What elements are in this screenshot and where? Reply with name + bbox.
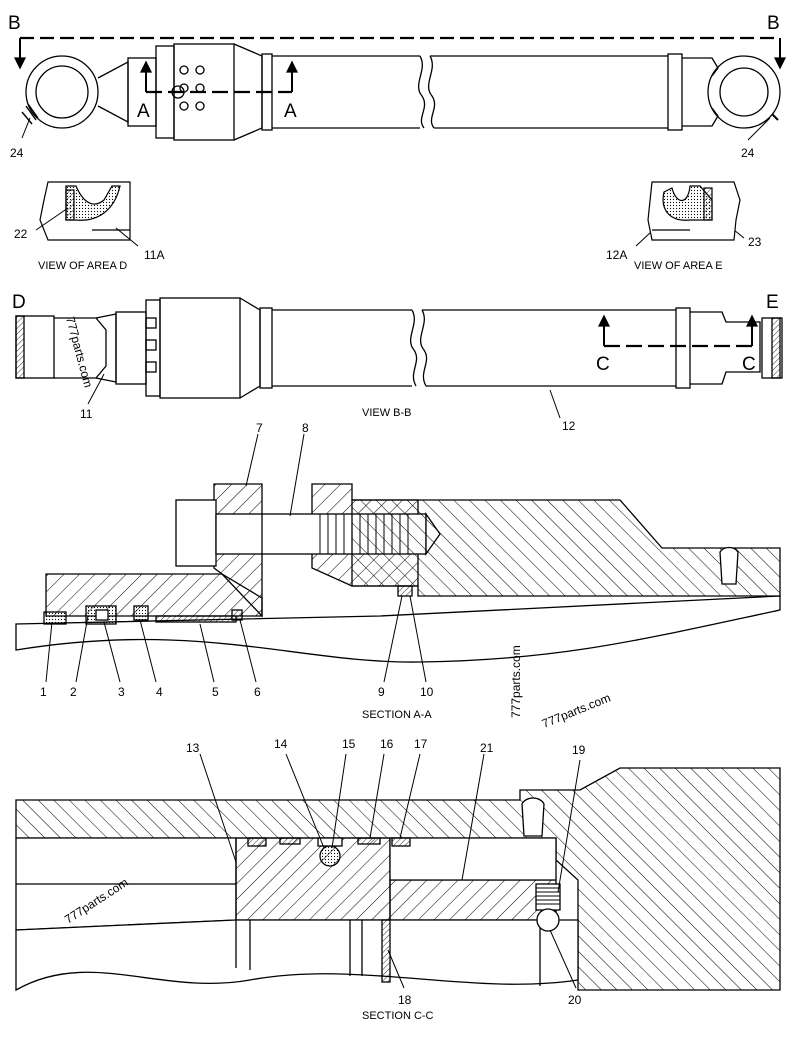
leader-lines-cc [199,753,581,989]
callout-1: 1 [40,685,47,699]
callout-18: 18 [398,993,412,1007]
callout-13: 13 [186,741,200,755]
leader-lines-top [21,117,771,141]
callout-23: 23 [748,235,762,249]
section-marker-c-left: C [596,354,610,375]
detail-marker-d: D [12,292,26,313]
section-marker-a-left: A [137,101,150,122]
callout-24-right: 24 [741,146,755,160]
callout-14: 14 [274,737,288,751]
section-aa-drawing [15,483,781,663]
caption-view-bb: VIEW B-B [362,407,412,419]
callout-7: 7 [256,421,263,435]
section-marker-a-right: A [284,101,297,122]
callout-16: 16 [380,737,394,751]
section-marker-b-right: B [767,13,780,34]
detail-view-area-e [647,181,741,241]
callout-9: 9 [378,685,385,699]
callout-12: 12 [562,419,576,433]
view-bb-cylinder [15,297,783,399]
leader-lines-detail [35,207,745,247]
detail-marker-e: E [766,292,779,313]
callout-24-left: 24 [10,146,24,160]
caption-section-aa: SECTION A-A [362,709,432,721]
cylinder-top-view [13,36,787,141]
detail-view-area-d [39,181,131,241]
callout-6: 6 [254,685,261,699]
caption-section-cc: SECTION C-C [362,1010,434,1022]
section-marker-c-right: C [742,354,756,375]
section-marker-b-left: B [8,13,21,34]
leader-lines-aa [45,433,427,683]
callout-20: 20 [568,993,582,1007]
callout-22: 22 [14,227,28,241]
callout-10: 10 [420,685,434,699]
callout-2: 2 [70,685,77,699]
callout-21: 21 [480,741,494,755]
callout-11: 11 [80,407,93,421]
watermark-3: 777parts.com [540,691,613,731]
callout-8: 8 [302,421,309,435]
callout-11a: 11A [144,248,164,262]
callout-3: 3 [118,685,125,699]
callout-12a: 12A [606,248,627,262]
leader-lines-bb [87,373,561,419]
caption-view-area-e: VIEW OF AREA E [634,260,723,272]
callout-4: 4 [156,685,163,699]
callout-19: 19 [572,743,586,757]
callout-17: 17 [414,737,428,751]
caption-view-area-d: VIEW OF AREA D [38,260,127,272]
section-cc-drawing [15,767,781,992]
callout-15: 15 [342,737,356,751]
watermark-2: 777parts.com [509,645,523,718]
callout-5: 5 [212,685,219,699]
